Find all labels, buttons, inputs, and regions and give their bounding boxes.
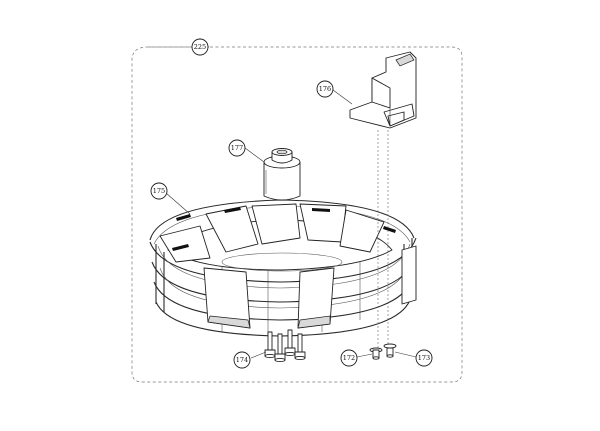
- callout-173: 173: [415, 349, 433, 367]
- leader-175: [165, 192, 191, 215]
- leader-172: [356, 353, 373, 358]
- svg-text:172: 172: [343, 354, 355, 362]
- callout-172: 172: [340, 349, 358, 367]
- assembly-boundary: [131, 46, 463, 383]
- callout-175: 175: [150, 182, 168, 200]
- svg-text:174: 174: [236, 356, 248, 364]
- callout-177: 177: [228, 139, 246, 157]
- svg-text:176: 176: [319, 85, 331, 93]
- callout-174: 174: [233, 351, 251, 369]
- part-173-fastener: [383, 343, 397, 358]
- svg-text:175: 175: [153, 187, 165, 195]
- callout-176: 176: [316, 80, 334, 98]
- part-172-fastener: [369, 347, 383, 360]
- part-175-cage-assembly: [149, 199, 417, 337]
- part-176-bracket: [349, 51, 417, 129]
- svg-text:173: 173: [418, 354, 430, 362]
- leader-176: [332, 89, 353, 105]
- leader-177: [244, 147, 265, 163]
- svg-text:225: 225: [194, 43, 206, 51]
- leader-174: [250, 351, 267, 359]
- callout-225: 225: [191, 38, 209, 56]
- svg-text:177: 177: [231, 144, 243, 152]
- leader-173: [394, 351, 417, 358]
- part-177-cylinder: [263, 148, 301, 201]
- part-174-bolts: [264, 329, 306, 363]
